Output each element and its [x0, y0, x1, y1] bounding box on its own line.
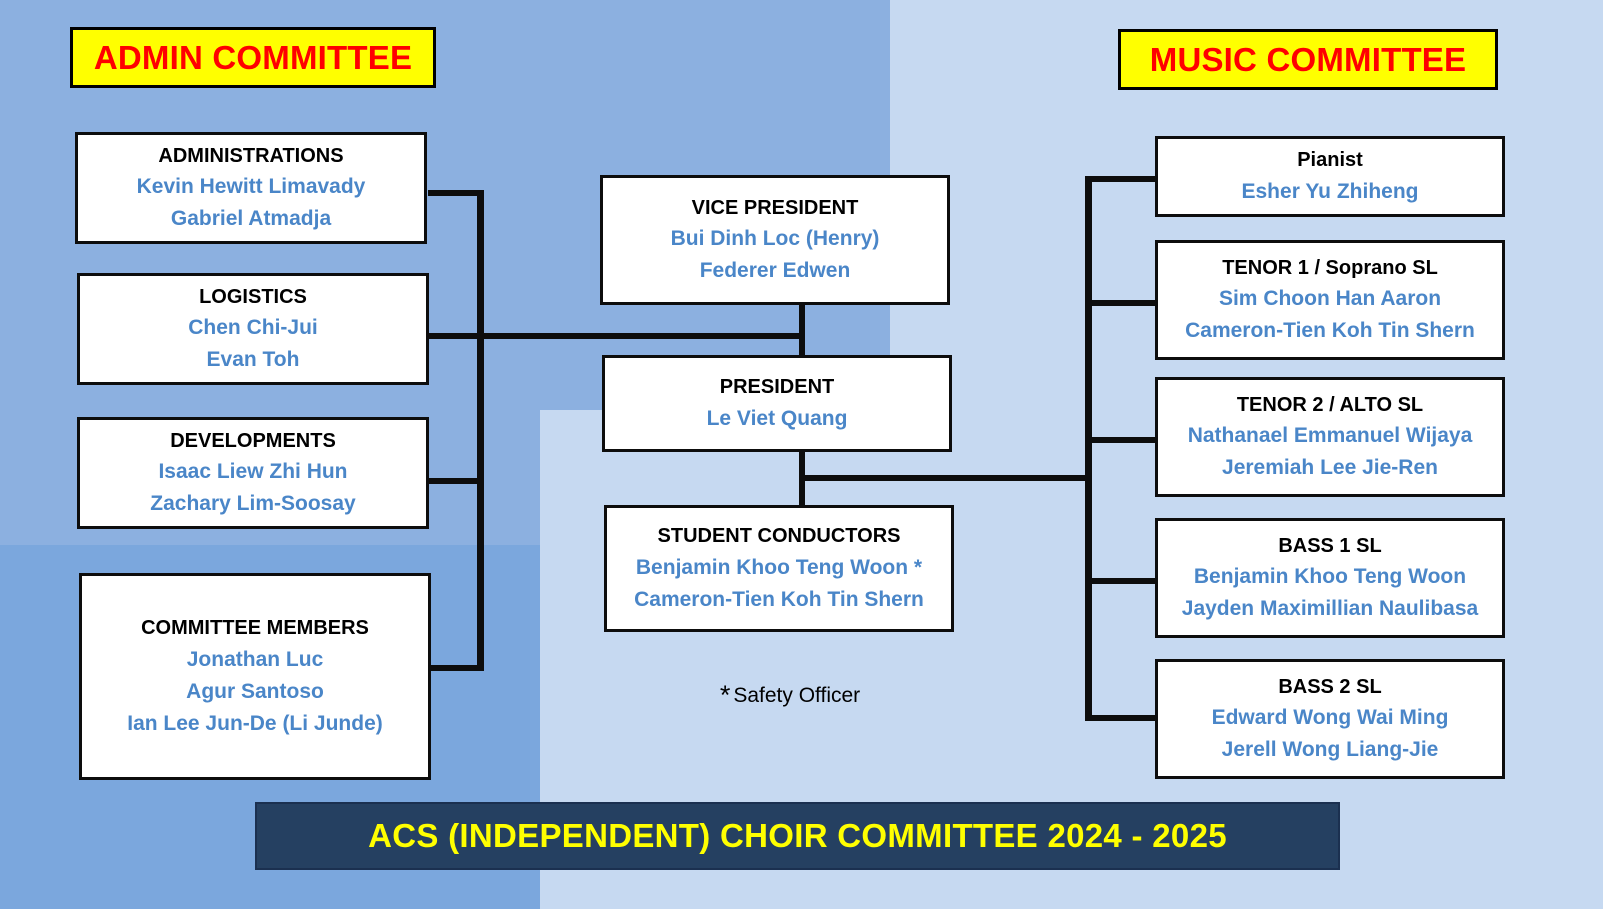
role-box-student-conductors[interactable]: STUDENT CONDUCTORS Benjamin Khoo Teng Wo… — [604, 505, 954, 632]
connector-left-stub-developments — [428, 478, 484, 484]
person-name: Ian Lee Jun-De (Li Junde) — [127, 711, 383, 735]
connector-right-stub-tenor2 — [1085, 437, 1157, 443]
connector-left-stub-logistics — [428, 333, 484, 339]
connector-left-stub-administrations — [428, 190, 484, 196]
connector-right-stub-pianist — [1085, 176, 1157, 182]
person-name: Jayden Maximillian Naulibasa — [1181, 597, 1479, 621]
role-box-developments[interactable]: DEVELOPMENTS Isaac Liew Zhi Hun Zachary … — [77, 417, 429, 529]
role-title: BASS 2 SL — [1278, 675, 1382, 698]
person-name: Jeremiah Lee Jie-Ren — [1222, 456, 1438, 480]
person-name: Isaac Liew Zhi Hun — [158, 460, 348, 484]
connector-left-stub-committee-members — [428, 665, 484, 671]
role-title: COMMITTEE MEMBERS — [141, 617, 369, 640]
person-name: Zachary Lim-Soosay — [150, 492, 356, 516]
role-box-president[interactable]: PRESIDENT Le Viet Quang — [602, 355, 952, 452]
person-name: Gabriel Atmadja — [170, 207, 332, 231]
person-name: Sim Choon Han Aaron — [1218, 287, 1442, 311]
person-name: Nathanael Emmanuel Wijaya — [1187, 424, 1473, 448]
role-title: VICE PRESIDENT — [691, 196, 859, 219]
role-box-bass-1[interactable]: BASS 1 SL Benjamin Khoo Teng Woon Jayden… — [1155, 518, 1505, 638]
role-box-committee-members[interactable]: COMMITTEE MEMBERS Jonathan Luc Agur Sant… — [79, 573, 431, 780]
role-title: TENOR 2 / ALTO SL — [1236, 393, 1424, 416]
role-box-vice-president[interactable]: VICE PRESIDENT Bui Dinh Loc (Henry) Fede… — [600, 175, 950, 305]
connector-right-stub-bass1 — [1085, 578, 1157, 584]
person-name: Jonathan Luc — [186, 647, 324, 671]
person-name: Chen Chi-Jui — [188, 316, 318, 340]
connector-president-to-music — [799, 475, 1091, 481]
person-name: Cameron-Tien Koh Tin Shern — [1185, 319, 1475, 343]
role-title: ADMINISTRATIONS — [158, 144, 344, 167]
role-title: Pianist — [1297, 149, 1363, 172]
person-name: Benjamin Khoo Teng Woon — [1193, 565, 1467, 589]
chart-title-bar: ACS (INDEPENDENT) CHOIR COMMITTEE 2024 -… — [255, 802, 1340, 870]
role-box-bass-2[interactable]: BASS 2 SL Edward Wong Wai Ming Jerell Wo… — [1155, 659, 1505, 779]
connector-right-stub-bass2 — [1085, 715, 1157, 721]
role-box-pianist[interactable]: Pianist Esher Yu Zhiheng — [1155, 136, 1505, 217]
person-name: Jerell Wong Liang-Jie — [1221, 738, 1439, 762]
role-box-tenor-2[interactable]: TENOR 2 / ALTO SL Nathanael Emmanuel Wij… — [1155, 377, 1505, 497]
music-committee-header-label: MUSIC COMMITTEE — [1149, 40, 1467, 78]
role-box-administrations[interactable]: ADMINISTRATIONS Kevin Hewitt Limavady Ga… — [75, 132, 427, 244]
person-name: Agur Santoso — [186, 679, 324, 703]
person-name: Le Viet Quang — [706, 406, 848, 430]
role-box-tenor-1[interactable]: TENOR 1 / Soprano SL Sim Choon Han Aaron… — [1155, 240, 1505, 360]
admin-committee-header-label: ADMIN COMMITTEE — [93, 38, 413, 76]
connector-right-stub-tenor1 — [1085, 300, 1157, 306]
role-title: TENOR 1 / Soprano SL — [1222, 256, 1438, 279]
role-title: LOGISTICS — [199, 285, 307, 308]
music-committee-header: MUSIC COMMITTEE — [1118, 29, 1498, 90]
person-name: Bui Dinh Loc (Henry) — [670, 227, 880, 251]
person-name: Evan Toh — [206, 348, 300, 372]
connector-vicepresident-to-president — [799, 303, 805, 358]
footnote-text: Safety Officer — [733, 684, 861, 707]
person-name: Esher Yu Zhiheng — [1241, 179, 1419, 203]
footnote-marker: * — [719, 680, 731, 710]
role-title: PRESIDENT — [719, 376, 835, 399]
chart-title: ACS (INDEPENDENT) CHOIR COMMITTEE 2024 -… — [368, 817, 1227, 854]
person-name: Cameron-Tien Koh Tin Shern — [634, 587, 924, 611]
role-box-logistics[interactable]: LOGISTICS Chen Chi-Jui Evan Toh — [77, 273, 429, 385]
connector-left-to-president — [477, 333, 802, 339]
role-title: BASS 1 SL — [1278, 534, 1382, 557]
person-name: Edward Wong Wai Ming — [1211, 706, 1449, 730]
connector-right-trunk — [1085, 176, 1092, 721]
person-name: Kevin Hewitt Limavady — [136, 175, 366, 199]
admin-committee-header: ADMIN COMMITTEE — [70, 27, 436, 88]
connector-left-trunk — [477, 190, 484, 671]
person-name: Federer Edwen — [699, 259, 851, 283]
role-title: STUDENT CONDUCTORS — [657, 525, 901, 548]
safety-officer-footnote: *Safety Officer — [600, 680, 980, 711]
person-name: Benjamin Khoo Teng Woon * — [635, 555, 923, 579]
role-title: DEVELOPMENTS — [170, 429, 336, 452]
